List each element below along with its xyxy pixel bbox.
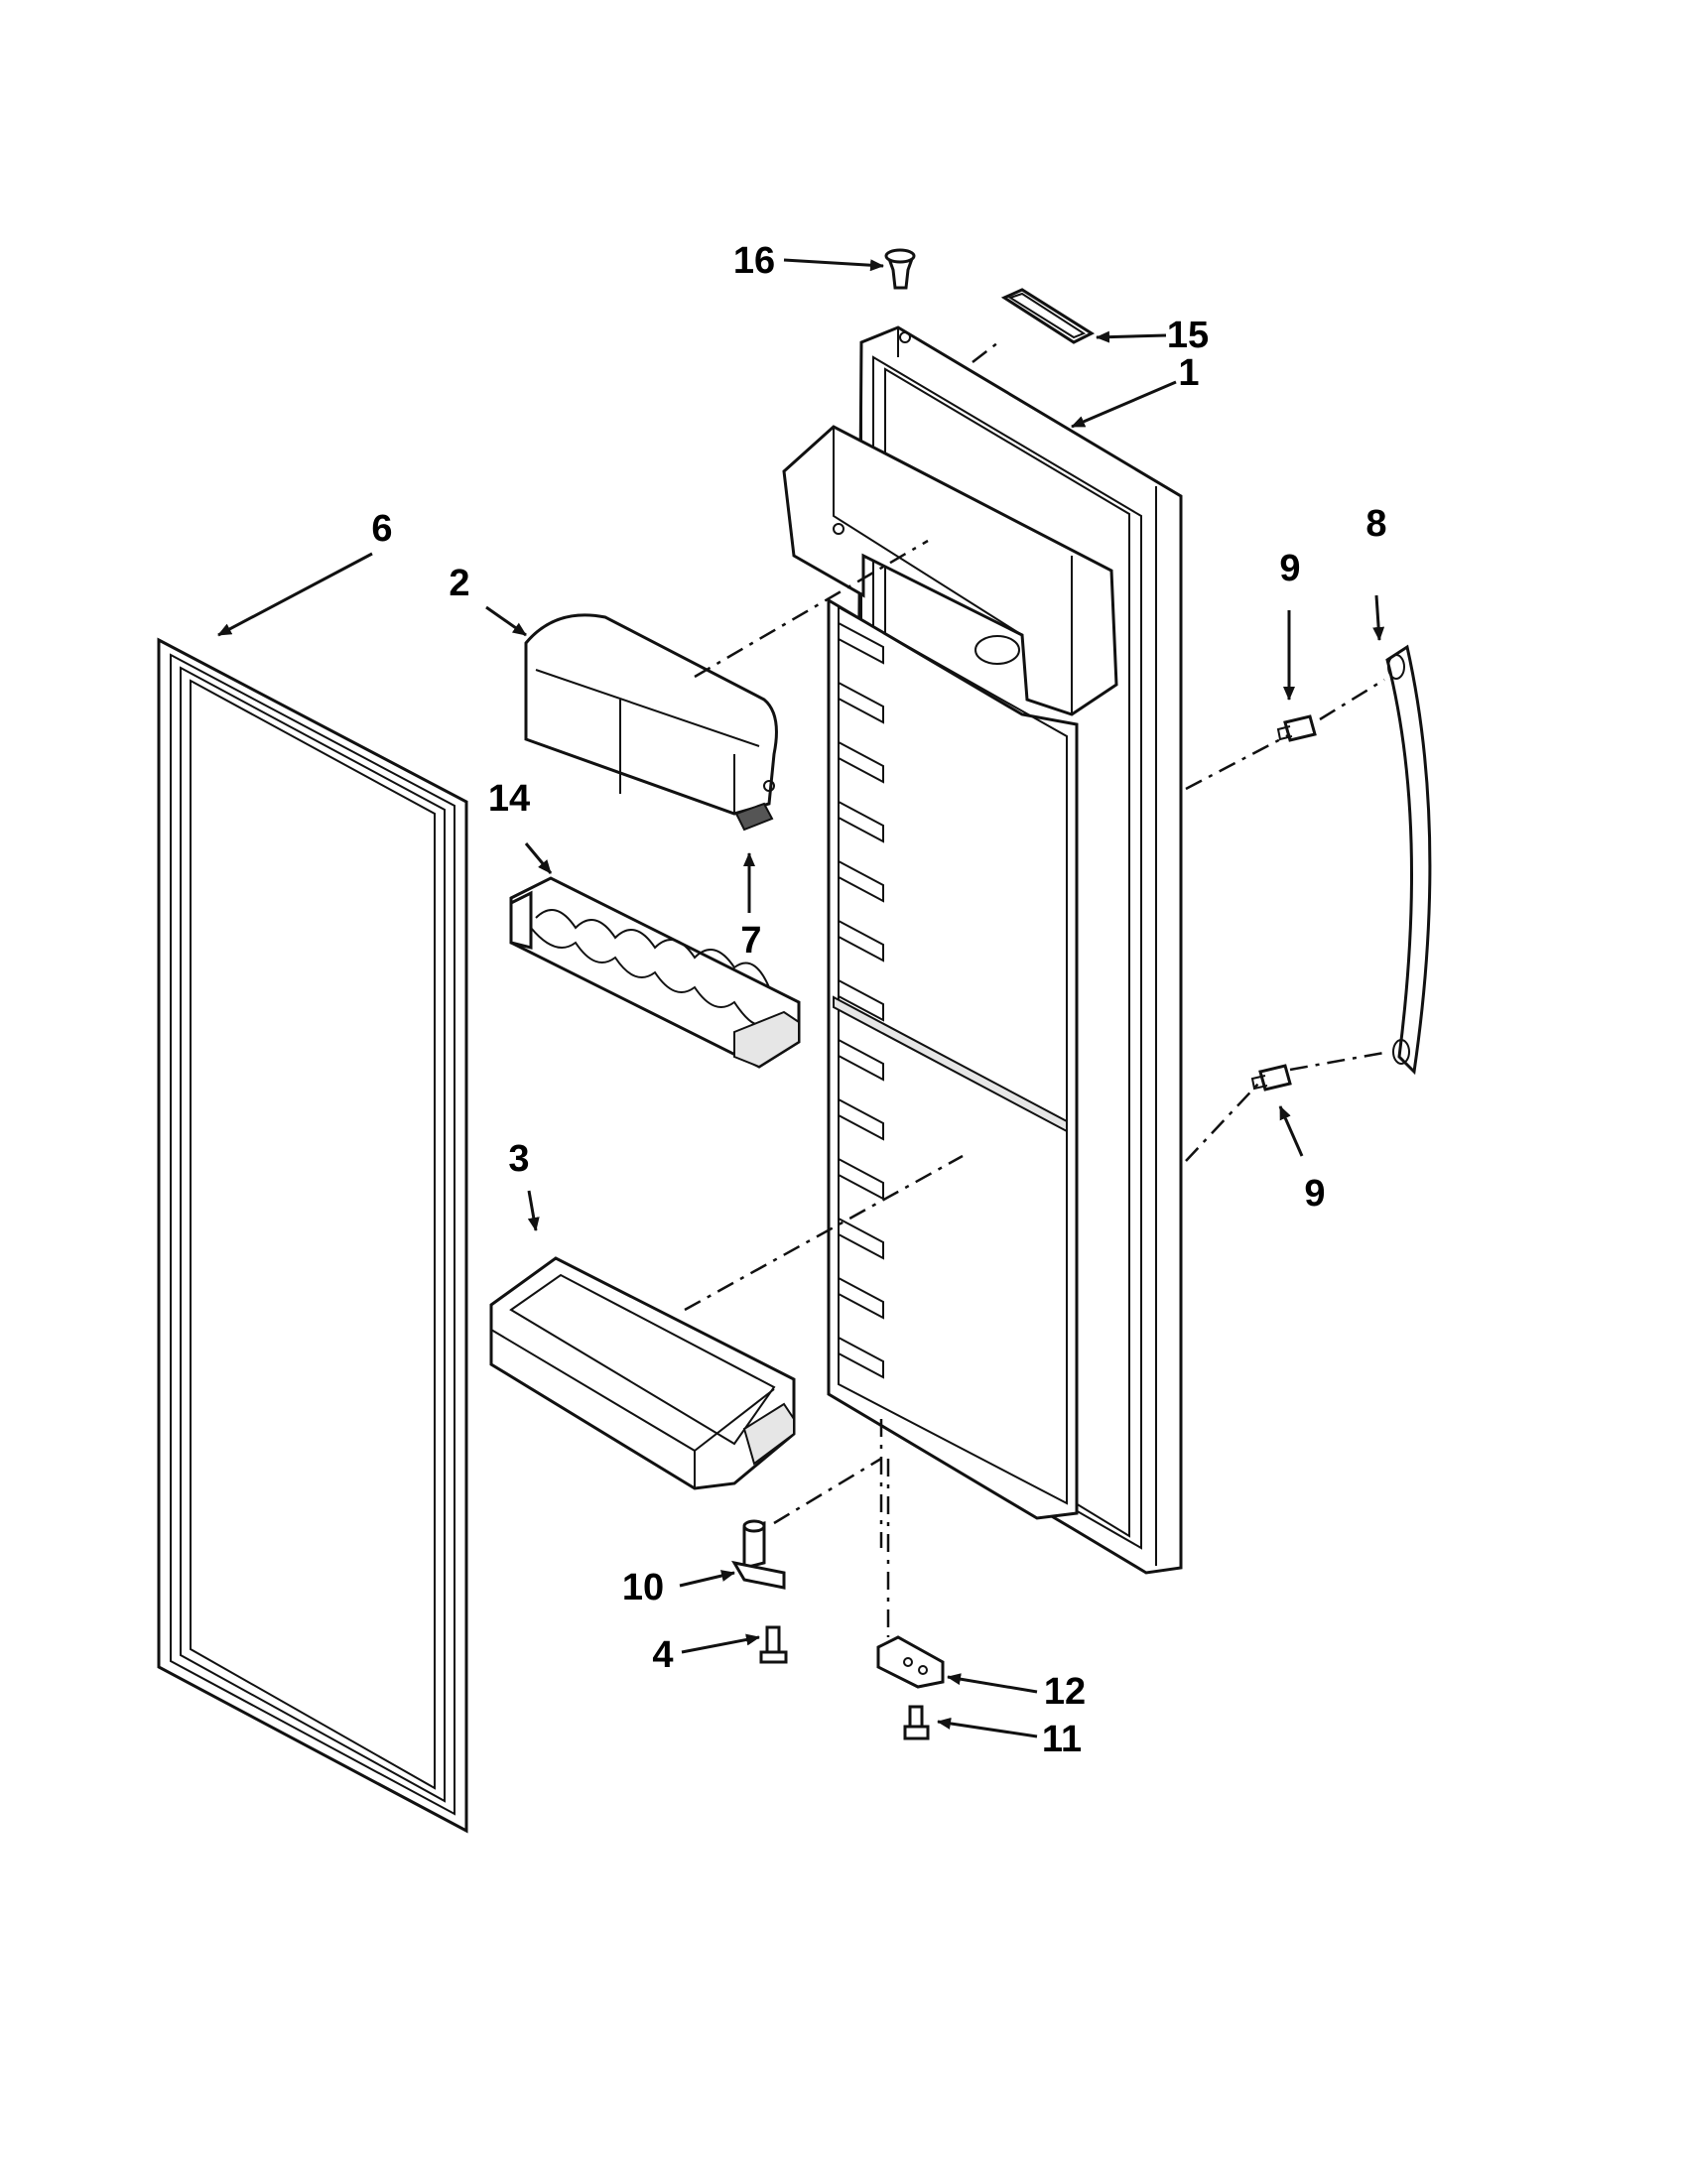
- label-plate: [1000, 288, 1096, 344]
- hinge-bushing: [884, 248, 916, 343]
- handle-screw-lower: [1250, 1064, 1292, 1092]
- callout-8: 8: [1365, 503, 1386, 545]
- screw-11: [903, 1705, 930, 1740]
- callout-labels: 16 15 1 6 2 8 9 14 7 3 9 10 4 12 11: [371, 240, 1386, 1760]
- callout-3: 3: [508, 1138, 529, 1180]
- callout-14: 14: [488, 778, 530, 820]
- leader-arrows: [217, 258, 1385, 1738]
- callout-12: 12: [1044, 1671, 1086, 1713]
- refrigerator-door-liner: [782, 325, 1183, 1575]
- callout-9-lower: 9: [1304, 1173, 1325, 1215]
- shelf-tabs: [838, 622, 884, 1379]
- door-handle: [1385, 644, 1432, 1076]
- assembly-lines: [684, 338, 1390, 1637]
- callout-11: 11: [1042, 1719, 1082, 1760]
- callout-4: 4: [652, 1634, 673, 1676]
- screw-4: [759, 1625, 788, 1664]
- door-gasket: [157, 637, 468, 1834]
- hinge-bracket: [731, 1519, 786, 1590]
- callout-2: 2: [449, 563, 469, 604]
- bottom-hinge-plate: [876, 1635, 945, 1689]
- callout-9-upper: 9: [1279, 548, 1300, 589]
- callout-15: 15: [1167, 315, 1209, 356]
- callout-6: 6: [371, 508, 392, 550]
- callout-10: 10: [622, 1567, 664, 1608]
- dairy-door: [524, 613, 778, 832]
- door-bin: [489, 1256, 796, 1490]
- handle-screw-upper: [1276, 714, 1317, 742]
- bottle-bin: [509, 876, 801, 1069]
- callout-16: 16: [733, 240, 775, 282]
- callout-7: 7: [740, 920, 761, 962]
- callout-1: 1: [1178, 352, 1199, 394]
